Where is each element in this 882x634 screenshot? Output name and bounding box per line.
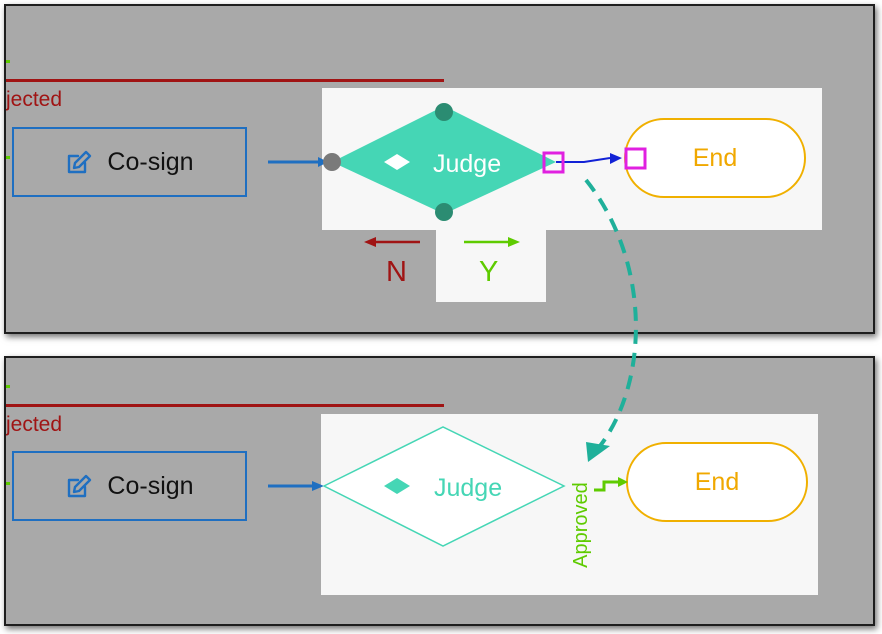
port-top	[435, 103, 453, 121]
judge-diamond-filled	[332, 106, 556, 214]
cosign-label: Co-sign	[107, 147, 194, 176]
rejected-line	[6, 79, 444, 82]
port-left	[323, 153, 341, 171]
end-node[interactable]: End	[624, 118, 806, 198]
port-bottom	[435, 203, 453, 221]
cosign-label: Co-sign	[107, 471, 194, 500]
cosign-node[interactable]: Co-sign	[12, 451, 247, 521]
edit-icon	[65, 472, 93, 500]
connector-stub-green	[6, 482, 10, 485]
end-label: End	[694, 467, 740, 496]
diamond-icon	[384, 478, 410, 494]
edge-approved	[594, 480, 618, 492]
arrowhead-dark-blue	[610, 153, 622, 164]
top-panel: jected Co-sign End Judge N Y	[4, 4, 875, 334]
yes-label: Y	[479, 256, 499, 288]
cosign-node[interactable]: Co-sign	[12, 127, 247, 197]
no-label: N	[386, 256, 407, 288]
connector-stub-green	[6, 60, 10, 63]
arrowhead-blue	[312, 481, 324, 491]
handle-source	[542, 151, 565, 174]
no-arrowhead	[364, 237, 376, 247]
top-diagram-graphics	[268, 103, 647, 247]
handle-target	[624, 147, 647, 170]
end-label: End	[692, 143, 738, 172]
bottom-panel: jected Co-sign End Judge Approved	[4, 356, 875, 626]
rejected-label: jected	[6, 413, 63, 436]
judge-diamond-outline	[322, 426, 566, 547]
rejected-line	[6, 404, 444, 407]
judge-label: Judge	[434, 474, 503, 502]
connector-stub-green	[6, 385, 10, 388]
approved-label: Approved	[570, 482, 592, 568]
edit-icon	[65, 148, 93, 176]
connector-stub-green	[6, 156, 10, 159]
diamond-icon	[384, 154, 410, 170]
edge-judge-to-end	[556, 157, 611, 163]
arrowhead-green	[618, 477, 628, 487]
end-node[interactable]: End	[626, 442, 808, 522]
bottom-diagram-graphics	[268, 426, 628, 547]
judge-label: Judge	[433, 150, 502, 178]
yes-arrowhead	[508, 237, 520, 247]
rejected-label: jected	[6, 88, 63, 111]
